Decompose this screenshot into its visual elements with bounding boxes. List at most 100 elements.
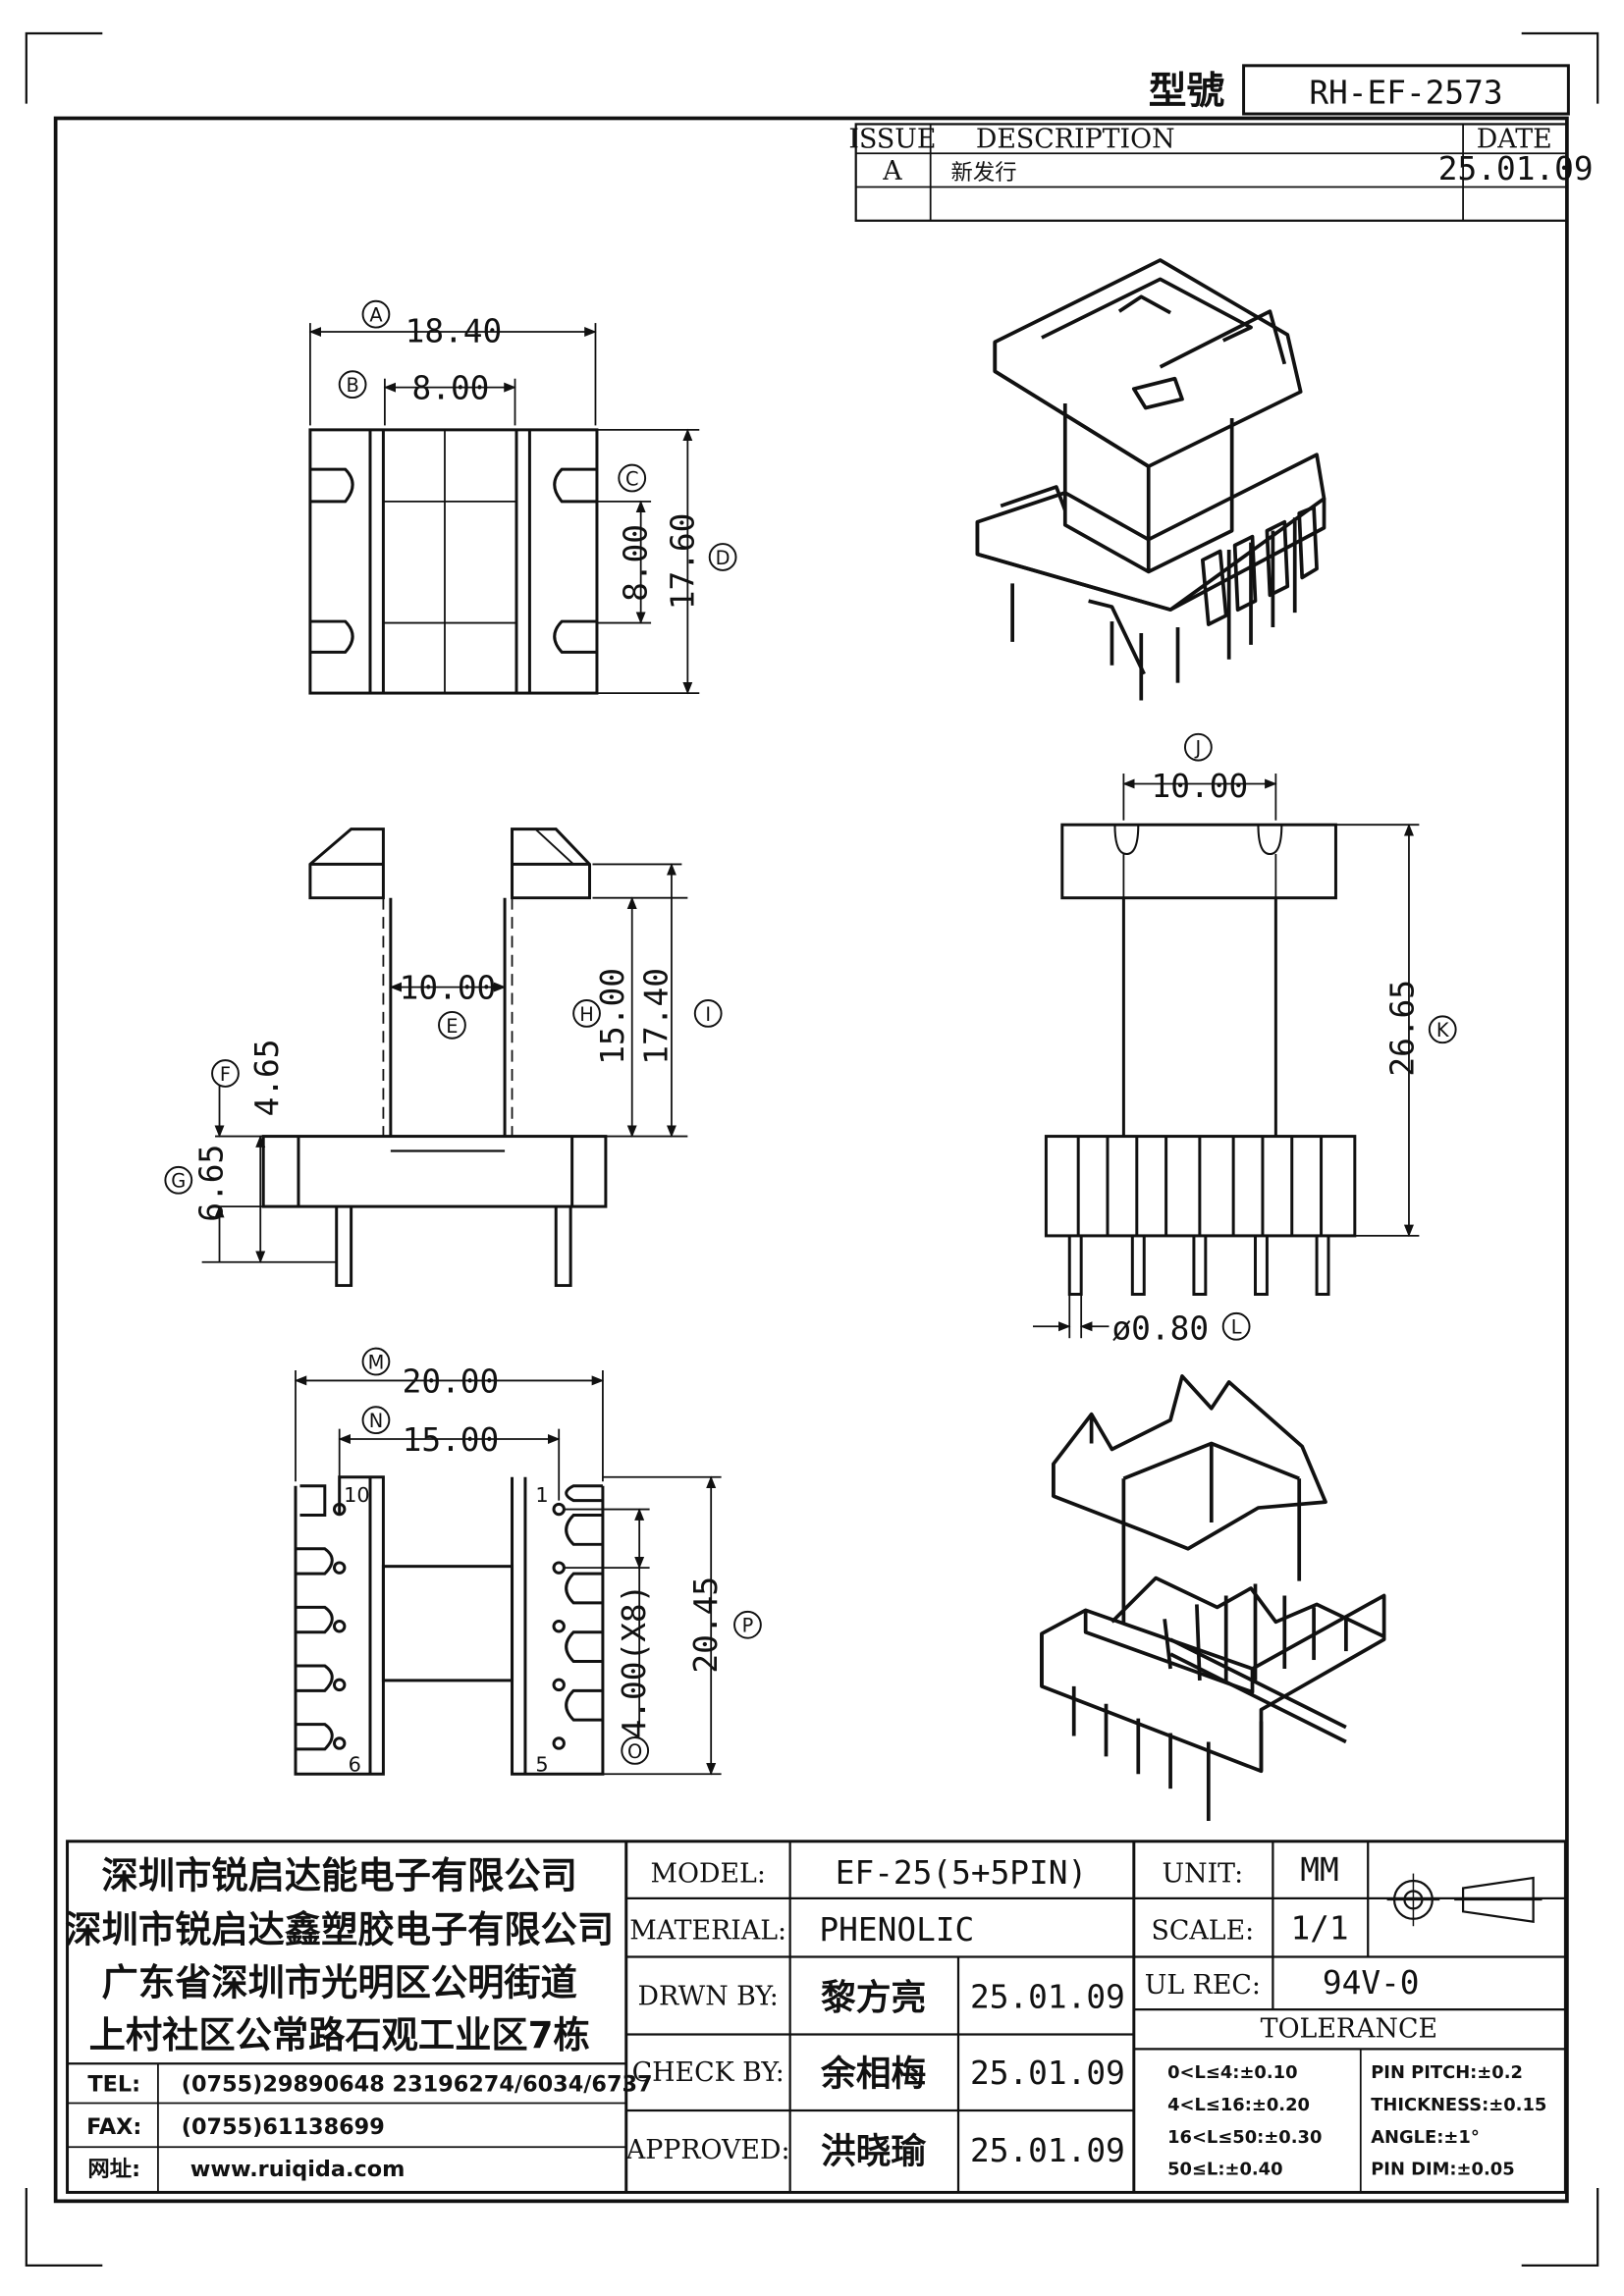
- scale-value: 1/1: [1290, 1910, 1348, 1948]
- material-field-value: PHENOLIC: [819, 1911, 974, 1949]
- side-view-dim-labels: J 10.00 26.65 K ø0.80 L: [1111, 732, 1457, 1348]
- side-view-dims: [1033, 774, 1420, 1339]
- ul-label: UL REC:: [1145, 1970, 1261, 2001]
- isometric-view-top: [975, 258, 1326, 701]
- revision-table: ISSUE DESCRIPTION DATE A 新发行 25.01.09: [848, 123, 1594, 222]
- side-view: [1044, 823, 1357, 1296]
- rev-date: 25.01.09: [1438, 150, 1594, 187]
- drawing-frame: [53, 116, 1569, 2204]
- corner-marks: [25, 31, 1599, 2268]
- rev-col-description: DESCRIPTION: [976, 124, 1175, 154]
- model-number-box: [1242, 64, 1570, 116]
- svg-text:F: F: [220, 1063, 231, 1086]
- check-by-label: CHECK BY:: [632, 2057, 785, 2088]
- company-line-1: 深圳市锐启达能电子有限公司: [102, 1853, 577, 1896]
- tol-right-3: ANGLE:±1°: [1371, 2127, 1480, 2148]
- company-line-4: 上村社区公常路石观工业区7栋: [89, 2013, 590, 2056]
- model-field-value: EF-25(5+5PIN): [836, 1854, 1087, 1892]
- tol-left-3: 16<L≤50:±0.30: [1167, 2127, 1322, 2148]
- web-value: www.ruiqida.com: [190, 2157, 406, 2182]
- web-label: 网址:: [87, 2157, 140, 2182]
- tol-right-2: THICKNESS:±0.15: [1371, 2095, 1546, 2115]
- check-date: 25.01.09: [970, 2055, 1125, 2092]
- svg-text:A: A: [369, 304, 383, 327]
- svg-text:C: C: [625, 467, 639, 490]
- svg-text:P: P: [742, 1615, 754, 1637]
- tel-value: (0755)29890648 23196274/6034/6737: [182, 2072, 653, 2098]
- tol-left-2: 4<L≤16:±0.20: [1167, 2095, 1310, 2115]
- tol-right-1: PIN PITCH:±0.2: [1371, 2062, 1523, 2083]
- approved-value: 洪晓瑜: [821, 2132, 926, 2172]
- front-view: [261, 828, 608, 1288]
- drawn-by-label: DRWN BY:: [638, 1982, 779, 2012]
- svg-text:B: B: [346, 374, 358, 397]
- svg-text:K: K: [1436, 1019, 1450, 1041]
- dim-B: 8.00: [411, 370, 489, 407]
- dim-K: 26.65: [1383, 980, 1421, 1077]
- material-field-label: MATERIAL:: [629, 1916, 786, 1947]
- tol-left-1: 0<L≤4:±0.10: [1167, 2062, 1297, 2083]
- svg-text:O: O: [627, 1740, 642, 1763]
- ul-value: 94V-0: [1323, 1964, 1420, 2002]
- unit-value: MM: [1300, 1851, 1338, 1889]
- bottom-view-dims: [294, 1369, 722, 1776]
- dim-G: 6.65: [192, 1145, 230, 1222]
- top-view-dims: [308, 323, 700, 695]
- dim-P: 20.45: [687, 1576, 725, 1674]
- company-line-3: 广东省深圳市光明区公明街道: [102, 1960, 577, 2003]
- dim-J: 10.00: [1152, 768, 1249, 805]
- tol-left-4: 50≤L:±0.40: [1167, 2160, 1282, 2180]
- dim-A: 18.40: [406, 312, 503, 349]
- approved-label: APPROVED:: [625, 2135, 790, 2165]
- tolerance-label: TOLERANCE: [1261, 2013, 1437, 2044]
- svg-text:I: I: [705, 1003, 711, 1026]
- title-block: 深圳市锐启达能电子有限公司 深圳市锐启达鑫塑胶电子有限公司 广东省深圳市光明区公…: [65, 1840, 1567, 2194]
- rev-description: 新发行: [951, 160, 1017, 186]
- pin-10: 10: [344, 1483, 370, 1507]
- dim-D: 17.60: [664, 513, 701, 611]
- check-by-value: 余相梅: [820, 2055, 926, 2095]
- company-line-2: 深圳市锐启达鑫塑胶电子有限公司: [65, 1908, 614, 1951]
- isometric-view-bottom: [1040, 1374, 1386, 1821]
- svg-text:H: H: [579, 1003, 594, 1026]
- bottom-view-dim-labels: M 20.00 N 15.00 4.00(X8) O 20.45 P 10 1 …: [344, 1347, 762, 1776]
- unit-label: UNIT:: [1163, 1859, 1244, 1890]
- model-number: RH-EF-2573: [1309, 75, 1502, 112]
- tol-right-4: PIN DIM:±0.05: [1371, 2160, 1514, 2180]
- projection-symbol-icon: [1386, 1873, 1543, 1927]
- svg-text:L: L: [1231, 1316, 1242, 1339]
- svg-text:N: N: [369, 1410, 383, 1432]
- svg-text:M: M: [368, 1352, 385, 1374]
- scale-label: SCALE:: [1152, 1916, 1255, 1947]
- fax-value: (0755)61138699: [182, 2114, 385, 2140]
- dim-C: 8.00: [618, 524, 655, 602]
- pin-5: 5: [535, 1752, 548, 1776]
- dim-L: ø0.80: [1111, 1310, 1209, 1348]
- approved-date: 25.01.09: [970, 2132, 1125, 2169]
- dim-M: 20.00: [403, 1362, 500, 1400]
- rev-col-date: DATE: [1477, 124, 1552, 154]
- top-view: [308, 428, 599, 695]
- dim-I: 17.40: [637, 968, 675, 1065]
- bottom-view: [294, 1475, 605, 1776]
- front-view-dim-labels: 10.00 E H 15.00 17.40 I F 4.65 G 6.65: [164, 968, 723, 1222]
- svg-text:D: D: [716, 547, 731, 569]
- svg-text:J: J: [1195, 737, 1202, 760]
- rev-issue: A: [882, 156, 902, 187]
- drawn-by-value: 黎方亮: [821, 1978, 926, 2018]
- dim-F: 4.65: [248, 1040, 286, 1117]
- pin-1: 1: [535, 1483, 548, 1507]
- model-field-label: MODEL:: [651, 1859, 766, 1890]
- dim-O: 4.00(X8): [616, 1584, 653, 1739]
- dim-E: 10.00: [400, 970, 497, 1007]
- header-model: 型號 RH-EF-2573: [1149, 64, 1570, 116]
- model-label: 型號: [1149, 70, 1225, 114]
- top-view-dim-labels: A 18.40 B 8.00 C 8.00 D 17.60: [338, 299, 737, 611]
- fax-label: FAX:: [86, 2114, 141, 2140]
- pin-6: 6: [349, 1752, 361, 1776]
- tel-label: TEL:: [87, 2072, 140, 2098]
- dim-N: 15.00: [403, 1421, 500, 1459]
- drawn-date: 25.01.09: [970, 1979, 1125, 2016]
- dim-H: 15.00: [594, 968, 631, 1065]
